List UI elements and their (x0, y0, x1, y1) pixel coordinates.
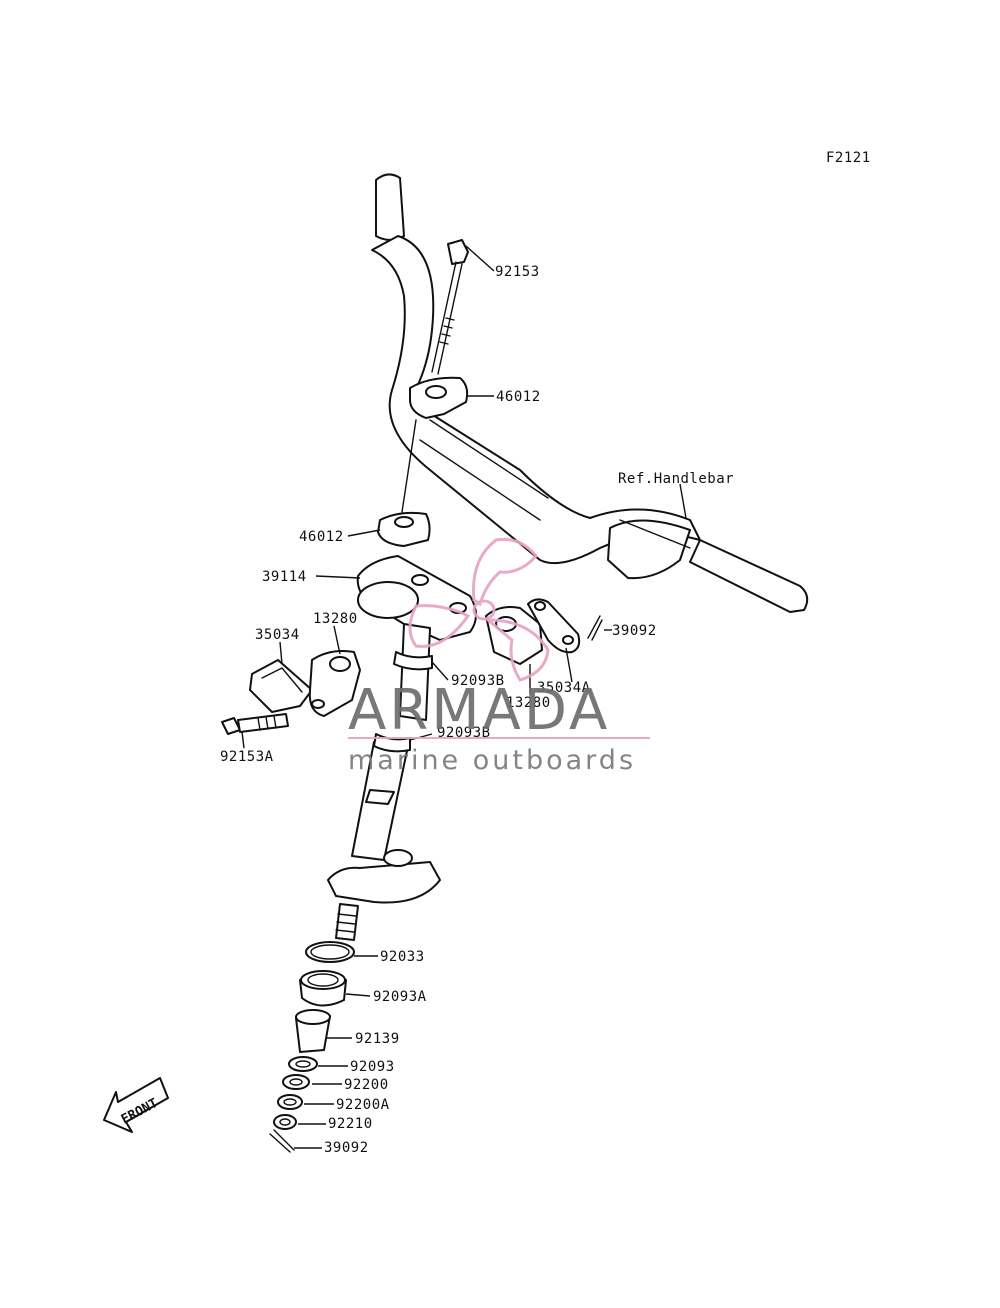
watermark-divider (348, 737, 650, 739)
part-label: 46012 (299, 529, 344, 545)
part-label: 92139 (355, 1031, 400, 1047)
part-label: 92210 (328, 1116, 373, 1132)
bolt-92153 (431, 239, 469, 375)
plate-35034a (527, 598, 581, 654)
part-label: 92093A (373, 989, 427, 1005)
part-label: 92093B (451, 673, 505, 689)
part-label: 39114 (262, 569, 307, 585)
part-label: 46012 (496, 389, 541, 405)
part-label: 92033 (380, 949, 425, 965)
bushing-92093a (299, 970, 347, 1007)
washer-92093 (288, 1056, 318, 1072)
washer-92200a (277, 1094, 303, 1110)
cotter-pin-39092-upper (587, 615, 603, 641)
part-labels: 92153 46012 46012 39114 13280 35034 9209… (220, 264, 734, 1156)
watermark: ARMADA marine outboards (348, 537, 650, 776)
part-label: 92153 (495, 264, 540, 280)
part-label: 13280 (506, 695, 551, 711)
clamp-13280-left (308, 650, 361, 717)
watermark-brand: ARMADA (348, 678, 610, 743)
part-label: 92200A (336, 1097, 390, 1113)
propeller-logo-icon (408, 537, 550, 682)
watermark-tagline: marine outboards (348, 745, 636, 776)
plate-35034 (249, 659, 313, 713)
bolt-92153a (221, 713, 289, 735)
part-label: 92153A (220, 749, 274, 765)
front-arrow-icon: FRONT (103, 1077, 169, 1133)
upper-clamp (409, 376, 469, 419)
part-label: 35034A (537, 680, 591, 696)
collar-92139 (295, 1009, 331, 1053)
part-label: 39092 (612, 623, 657, 639)
ref-handlebar-label: Ref.Handlebar (618, 471, 734, 487)
lower-clamp (377, 419, 431, 547)
washer-92200 (282, 1074, 310, 1090)
part-label: 35034 (255, 627, 300, 643)
part-label: 92200 (344, 1077, 389, 1093)
washer-92210 (273, 1114, 297, 1130)
part-label: 13280 (313, 611, 358, 627)
diagram-code: F2121 (826, 150, 871, 166)
part-label: 92093 (350, 1059, 395, 1075)
handlebar (371, 173, 809, 613)
oring-92033 (305, 941, 355, 963)
holder-39114 (356, 555, 477, 641)
cotter-pin-39092-lower (269, 1129, 295, 1153)
part-label: 39092 (324, 1140, 369, 1156)
